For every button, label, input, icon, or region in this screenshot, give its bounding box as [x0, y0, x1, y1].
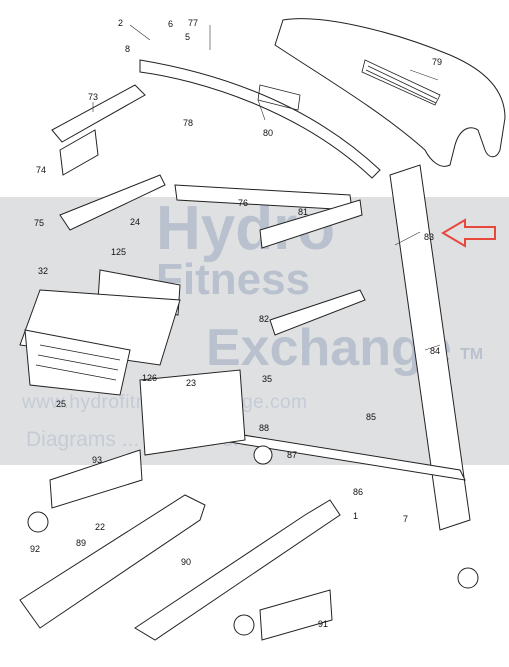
callout-74: 74: [36, 165, 47, 175]
callout-88: 88: [259, 423, 270, 433]
part-92-left-wheel: [27, 511, 49, 533]
callout-81: 81: [298, 207, 309, 217]
callout-25: 25: [56, 399, 67, 409]
part-frame-left-rail: [139, 369, 246, 456]
part-84-right-upright: [389, 164, 471, 531]
callout-7: 7: [403, 514, 409, 524]
callout-75: 75: [34, 218, 45, 228]
callout-86: 86: [353, 487, 364, 497]
part-91-right-bracket: [259, 589, 333, 641]
callout-76: 76: [238, 198, 249, 208]
watermark-trademark: TM: [460, 346, 484, 363]
callout-91: 91: [318, 619, 329, 629]
callout-22: 22: [95, 522, 106, 532]
callout-32: 32: [38, 266, 49, 276]
callout-8: 8: [125, 44, 131, 54]
callout-125: 125: [111, 247, 127, 257]
part-75-left-grip: [59, 174, 166, 231]
callout-24: 24: [130, 217, 141, 227]
callout-23: 23: [186, 378, 197, 388]
callout-35: 35: [262, 374, 273, 384]
callout-92: 92: [30, 544, 41, 554]
callout-79: 79: [432, 57, 443, 67]
callout-5: 5: [185, 32, 191, 42]
part-81-right-crossbar: [259, 199, 363, 249]
callout-85: 85: [366, 412, 377, 422]
part-76-crossbar: [174, 184, 353, 211]
part-79-console-hood: [274, 18, 506, 167]
part-87-right-wheel: [457, 567, 479, 589]
part-80-handlebar-arch: [139, 59, 381, 179]
callout-80: 80: [263, 128, 274, 138]
callout-126: 126: [142, 373, 158, 383]
callout-78: 78: [183, 118, 194, 128]
callout-93: 93: [92, 455, 103, 465]
callout-84: 84: [430, 346, 441, 356]
part-73-left-cover: [51, 84, 146, 143]
callout-73: 73: [88, 92, 99, 102]
part-87-center-wheel: [253, 445, 273, 465]
callout-arrow: [441, 218, 496, 248]
watermark-brand-line2: Fitness: [156, 255, 311, 304]
callout-2: 2: [118, 18, 124, 28]
part-89-left-rail-cover: [19, 494, 206, 629]
callout-89: 89: [76, 538, 87, 548]
part-90-right-rail-cover: [134, 499, 341, 641]
part-74-left-tube: [59, 129, 99, 176]
callout-77: 77: [188, 18, 199, 28]
callout-83: 83: [424, 232, 435, 242]
callout-82: 82: [259, 314, 270, 324]
part-93-left-bracket: [49, 449, 143, 509]
part-82-right-grip: [269, 289, 366, 336]
callout-1: 1: [353, 511, 359, 521]
callout-87: 87: [287, 450, 298, 460]
part-92-bottom-wheel: [233, 614, 255, 636]
watermark-brand-line3: Exchange: [206, 319, 452, 377]
callout-6: 6: [168, 19, 174, 29]
callout-90: 90: [181, 557, 192, 567]
